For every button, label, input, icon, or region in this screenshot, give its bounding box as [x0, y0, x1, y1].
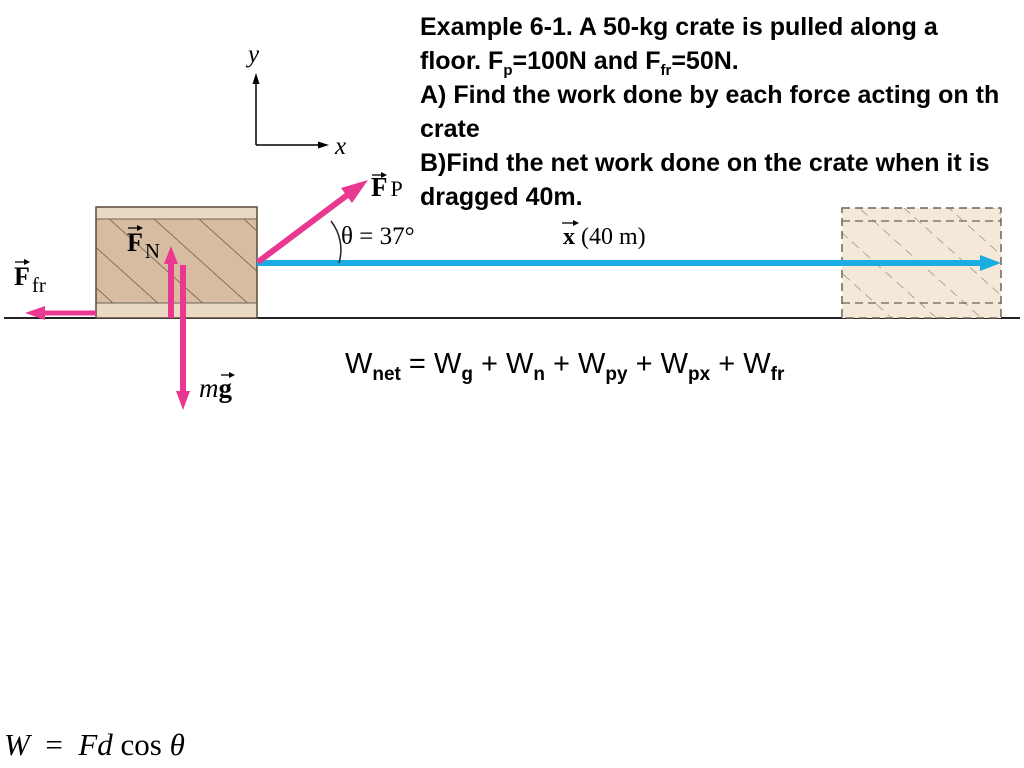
normal-force-label: FN	[127, 228, 160, 263]
gravity-force-label: mg	[199, 373, 233, 403]
friction-force-subscript: fr	[32, 273, 46, 297]
friction-force-symbol: F	[14, 262, 30, 291]
given-fr-subscript: fr	[660, 62, 672, 79]
eq-w-g: W	[433, 348, 462, 380]
given-p-subscript: p	[503, 62, 513, 79]
formula-theta: θ	[169, 727, 185, 762]
formula-f: F	[78, 727, 98, 762]
normal-force-vector: FN	[127, 225, 178, 318]
eq-plus: +	[627, 348, 661, 380]
displacement-vector-arrowhead-icon	[573, 220, 579, 226]
normal-force-vector-arrowhead-icon	[137, 225, 143, 231]
friction-force-arrowhead	[25, 306, 45, 320]
eq-g-subscript: g	[461, 363, 473, 385]
friction-force-vector-arrowhead-icon	[24, 259, 30, 265]
angle-label: θ = 37°	[341, 223, 415, 250]
pulling-force-arrow-shaft	[256, 187, 356, 265]
gravity-vector-arrowhead-icon	[229, 372, 235, 378]
pulling-force-arrowhead	[341, 180, 368, 203]
formula-w: W	[4, 727, 30, 762]
problem-part-a: A) Find the work done by each force acti…	[420, 81, 1000, 143]
eq-fr-subscript: fr	[770, 363, 785, 385]
gravity-force-arrowhead	[176, 391, 190, 410]
pulling-force-symbol: F	[371, 172, 388, 202]
given-middle: =100N and F	[512, 47, 661, 75]
coordinate-axes: y x	[245, 41, 346, 160]
displacement-symbol: x	[563, 224, 575, 250]
normal-force-subscript: N	[145, 239, 160, 263]
problem-part-b: B)Find the net work done on the crate wh…	[420, 149, 990, 211]
eq-plus: +	[472, 348, 506, 380]
pulling-force-vector-arrowhead-icon	[381, 172, 387, 178]
y-axis-arrowhead	[252, 73, 260, 84]
normal-force-arrowhead	[164, 246, 178, 264]
displacement-arrowhead	[980, 255, 1001, 271]
problem-statement: Example 6-1. A 50-kg crate is pulled alo…	[420, 10, 1020, 214]
gravity-force-vector: mg	[176, 265, 235, 410]
formula-cos: cos	[120, 727, 162, 762]
work-formula: W = Fd cos θ	[4, 727, 185, 763]
problem-given: floor. Fp=100N and Ffr=50N.	[420, 44, 1020, 78]
eq-px-subscript: px	[688, 363, 711, 385]
eq-net-subscript: net	[372, 363, 401, 385]
eq-plus: +	[710, 348, 744, 380]
displacement-value: (40 m)	[581, 224, 646, 250]
x-axis-arrowhead	[318, 141, 329, 149]
crate-top-plank	[95, 206, 258, 220]
eq-w-fr: W	[743, 348, 771, 380]
formula-equals: =	[45, 727, 63, 762]
normal-force-symbol: F	[127, 228, 143, 257]
friction-force-vector: Ffr	[14, 259, 96, 320]
crate-bottom-plank	[95, 302, 258, 319]
problem-title: Example 6-1. A 50-kg crate is pulled alo…	[420, 13, 938, 41]
eq-plus: +	[544, 348, 579, 380]
x-axis-label: x	[334, 133, 346, 160]
given-prefix: floor. F	[420, 47, 504, 75]
pulling-force-subscript: P	[391, 176, 403, 201]
eq-n-subscript: n	[533, 363, 545, 385]
eq-equals: =	[400, 348, 434, 380]
formula-d: d	[97, 727, 113, 762]
eq-w-px: W	[660, 348, 689, 380]
eq-py-subscript: py	[605, 363, 628, 385]
angle-arc	[330, 220, 342, 264]
given-suffix: =50N.	[671, 47, 739, 75]
eq-w-net: W	[345, 348, 373, 380]
friction-force-label: Ffr	[14, 262, 46, 297]
eq-w-py: W	[578, 348, 606, 380]
y-axis-label: y	[245, 41, 260, 68]
eq-w-n: W	[505, 348, 534, 380]
displacement-vector: x(40 m)	[257, 220, 1001, 271]
gravity-mass-symbol: m	[199, 373, 219, 403]
net-work-equation: Wnet = Wg + Wn + Wpy + Wpx + Wfr	[345, 348, 784, 384]
displacement-label: x(40 m)	[563, 224, 646, 250]
gravity-g-symbol: g	[219, 373, 233, 403]
